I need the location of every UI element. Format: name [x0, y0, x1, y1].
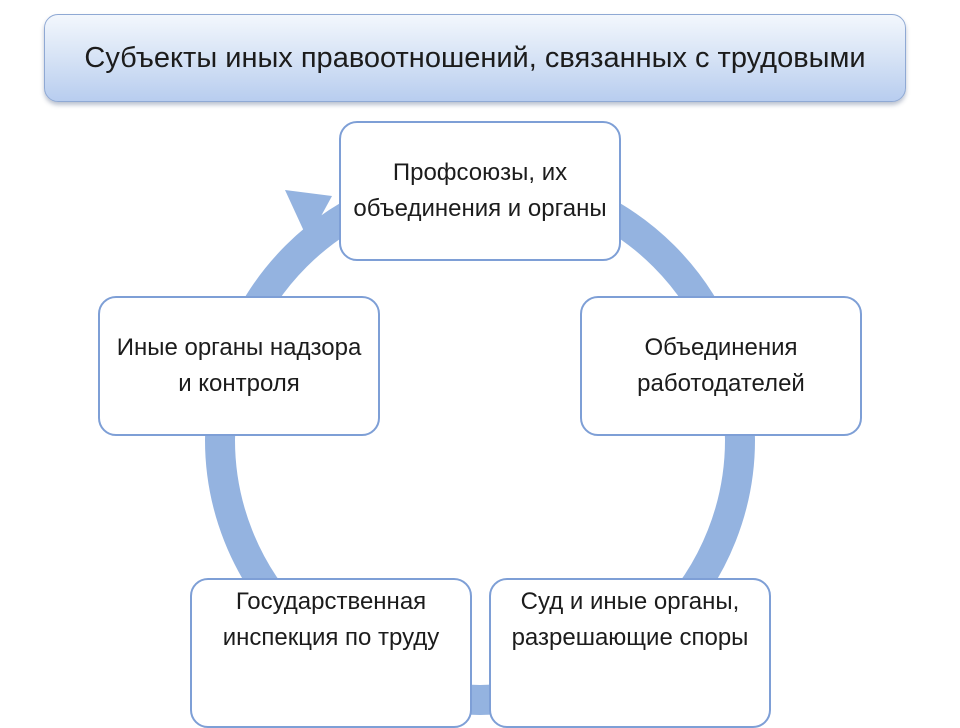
node-supervision: Иные органы надзора и контроля	[98, 296, 380, 436]
node-employers: Объединения работодателей	[580, 296, 862, 436]
node-inspection: Государственная инспекция по труду	[190, 578, 472, 728]
node-inspection-label: Государственная инспекция по труду	[222, 588, 440, 651]
diagram-title: Субъекты иных правоотношений, связанных …	[84, 42, 866, 74]
node-court-label: Суд и иные органы, разрешающие споры	[511, 588, 749, 651]
node-court: Суд и иные органы, разрешающие споры	[489, 578, 771, 728]
node-unions: Профсоюзы, их объединения и органы	[339, 121, 621, 261]
node-unions-label: Профсоюзы, их объединения и органы	[353, 159, 607, 222]
arrow-head-icon	[285, 190, 332, 240]
diagram-title-box: Субъекты иных правоотношений, связанных …	[44, 14, 906, 102]
node-employers-label: Объединения работодателей	[637, 334, 805, 397]
node-supervision-label: Иные органы надзора и контроля	[116, 334, 362, 397]
